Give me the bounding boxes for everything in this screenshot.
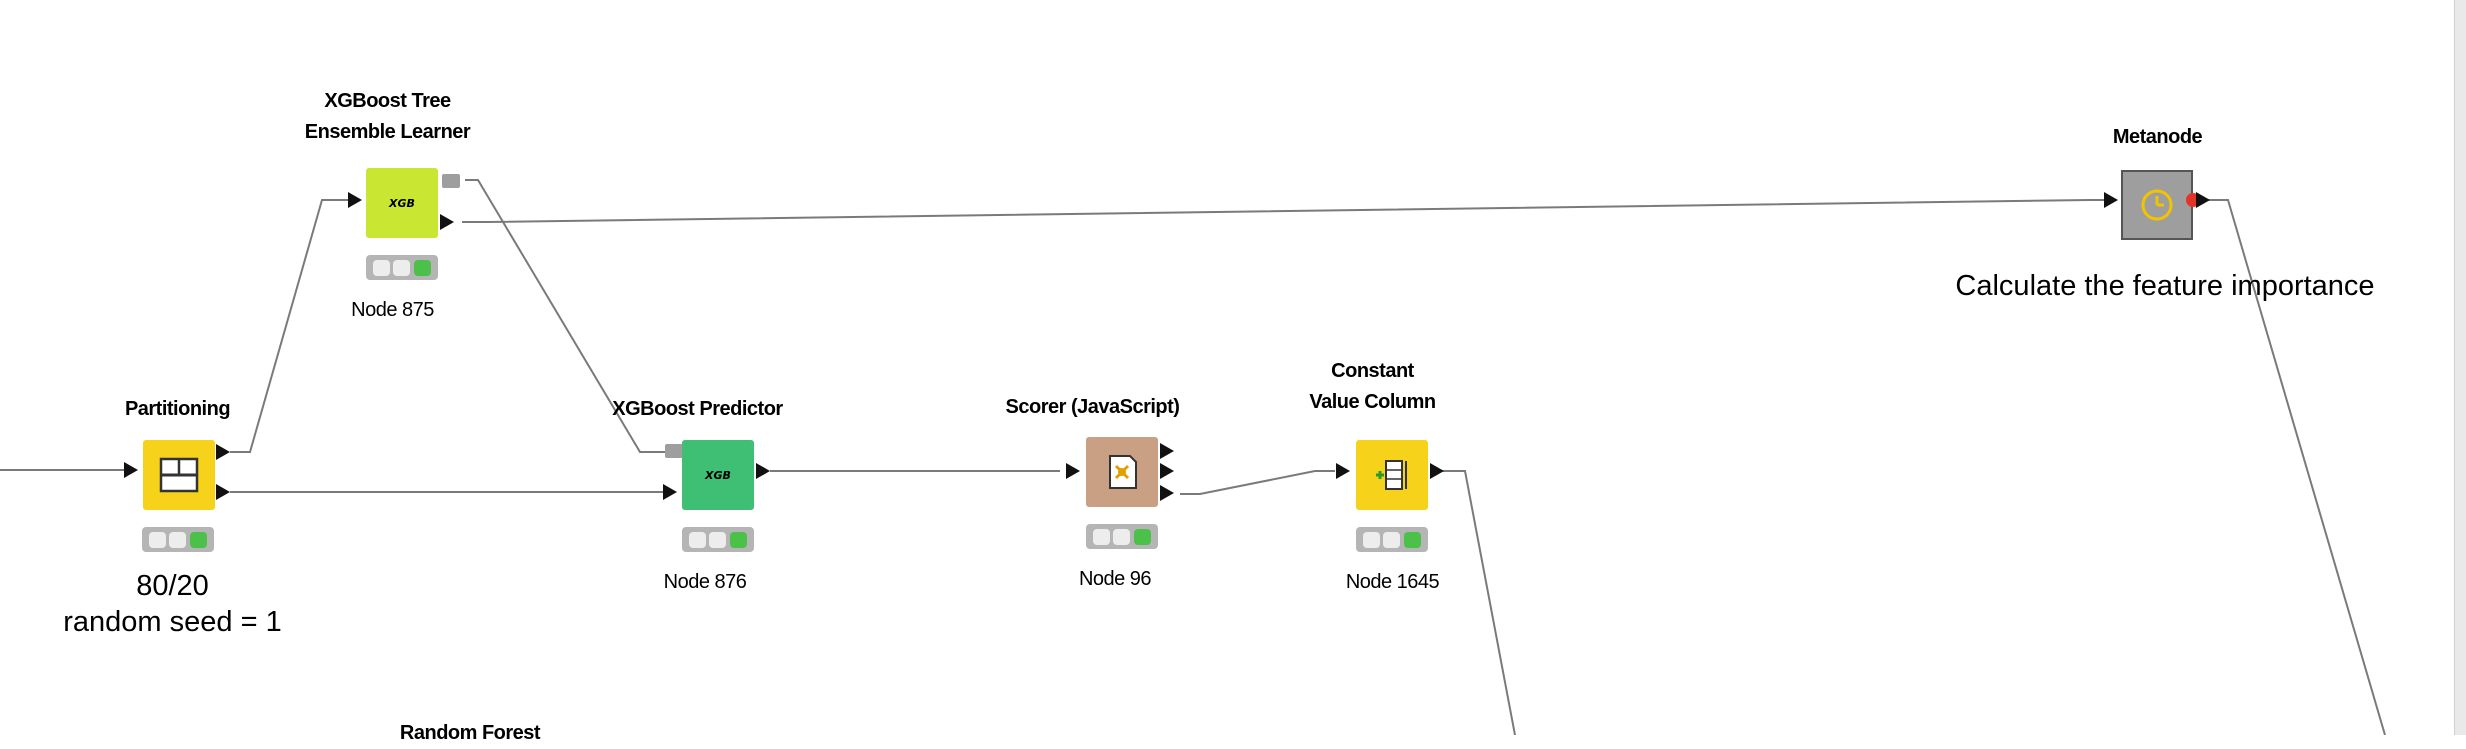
input-port[interactable] (663, 484, 677, 500)
status-light-green (190, 531, 208, 548)
column-append-icon (1376, 460, 1407, 490)
input-port[interactable] (348, 192, 362, 208)
xgb-icon: XGB (389, 196, 415, 210)
output-port-3[interactable] (1160, 485, 1174, 501)
output-port[interactable] (2196, 192, 2210, 208)
output-port-1[interactable] (1160, 443, 1174, 459)
status-traffic-light (1086, 524, 1158, 549)
node-title: Metanode (2112, 126, 2203, 148)
clock-icon (2141, 189, 2173, 221)
status-light-red (1362, 531, 1380, 548)
node-title: Random Forest (399, 722, 541, 744)
status-light-green (414, 259, 432, 276)
status-light-yellow (169, 531, 187, 548)
node-title: XGBoost Predictor (612, 398, 783, 420)
node-label: Node 876 (663, 571, 747, 593)
output-port-top[interactable] (216, 444, 230, 460)
node-title: Scorer (JavaScript) (1005, 396, 1180, 418)
connection-constant-output (1442, 470, 1516, 735)
status-traffic-light (142, 527, 214, 552)
status-light-green (730, 531, 748, 548)
node-title-line: Ensemble Learner (304, 121, 471, 143)
node-title: Partitioning (124, 398, 231, 420)
node-icon[interactable] (143, 440, 215, 510)
connection-learner-metanode (462, 199, 2110, 223)
status-light-red (688, 531, 706, 548)
node-title-line: Constant (1331, 360, 1414, 382)
node-annotation: 80/20 random seed = 1 (20, 568, 325, 640)
status-light-red (372, 259, 390, 276)
status-light-red (148, 531, 166, 548)
status-traffic-light (682, 527, 754, 552)
node-title: XGBoost Tree Ensemble Learner (255, 86, 520, 148)
model-output-port[interactable] (442, 174, 460, 188)
connection-metanode-output (2206, 199, 2386, 735)
status-light-green (1134, 528, 1152, 545)
connection-learner-model-predictor (465, 179, 665, 453)
input-port[interactable] (2104, 192, 2118, 208)
node-label: Node 96 (1078, 568, 1152, 590)
node-icon[interactable] (1086, 437, 1158, 507)
node-icon[interactable] (2121, 170, 2193, 240)
node-label: Node 1645 (1345, 571, 1440, 593)
status-light-yellow (1383, 531, 1401, 548)
input-port[interactable] (1066, 463, 1080, 479)
xgb-icon: XGB (705, 468, 731, 482)
connection-partitioning-learner (230, 199, 350, 453)
output-port[interactable] (756, 463, 770, 479)
status-light-yellow (1113, 528, 1131, 545)
node-title-line: XGBoost Tree (324, 90, 451, 112)
output-port-2[interactable] (1160, 463, 1174, 479)
status-light-red (1092, 528, 1110, 545)
node-icon[interactable] (1356, 440, 1428, 510)
status-traffic-light (366, 255, 438, 280)
scorer-chart-icon (1109, 455, 1137, 489)
status-light-green (1404, 531, 1422, 548)
output-port[interactable] (1430, 463, 1444, 479)
connection-scorer-constant (1180, 470, 1335, 495)
model-input-port[interactable] (665, 444, 683, 458)
input-port[interactable] (1336, 463, 1350, 479)
partition-icon (159, 457, 199, 493)
node-icon[interactable]: XGB (366, 168, 438, 238)
output-port-bottom[interactable] (216, 484, 230, 500)
annotation-line: 80/20 (136, 570, 209, 602)
output-port[interactable] (440, 214, 454, 230)
vertical-scrollbar[interactable] (2454, 0, 2466, 735)
annotation-line: random seed = 1 (63, 606, 282, 638)
status-traffic-light (1356, 527, 1428, 552)
node-annotation: Calculate the feature importance (1955, 270, 2375, 302)
node-label: Node 875 (351, 299, 434, 321)
status-light-yellow (709, 531, 727, 548)
node-title-line: Value Column (1309, 391, 1436, 413)
node-icon[interactable]: XGB (682, 440, 754, 510)
status-light-yellow (393, 259, 411, 276)
node-title: Constant Value Column (1260, 356, 1485, 418)
input-port[interactable] (124, 462, 138, 478)
